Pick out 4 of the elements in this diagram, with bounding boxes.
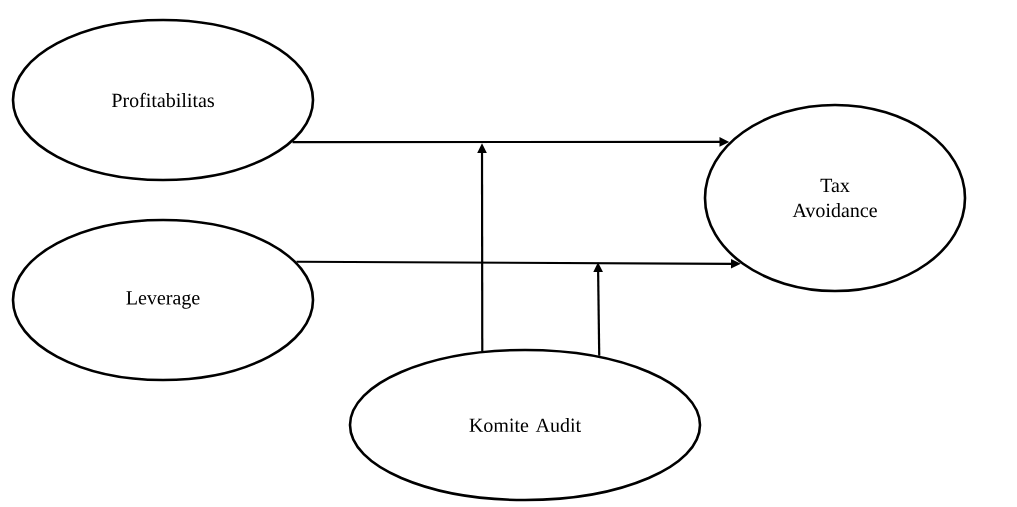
- ellipse-node: Profitabilitas: [11, 18, 315, 182]
- ellipse-node: Tax Avoidance: [703, 103, 967, 293]
- ellipse-node: Leverage: [11, 218, 315, 382]
- ellipse-node: Komite Audit: [348, 348, 702, 502]
